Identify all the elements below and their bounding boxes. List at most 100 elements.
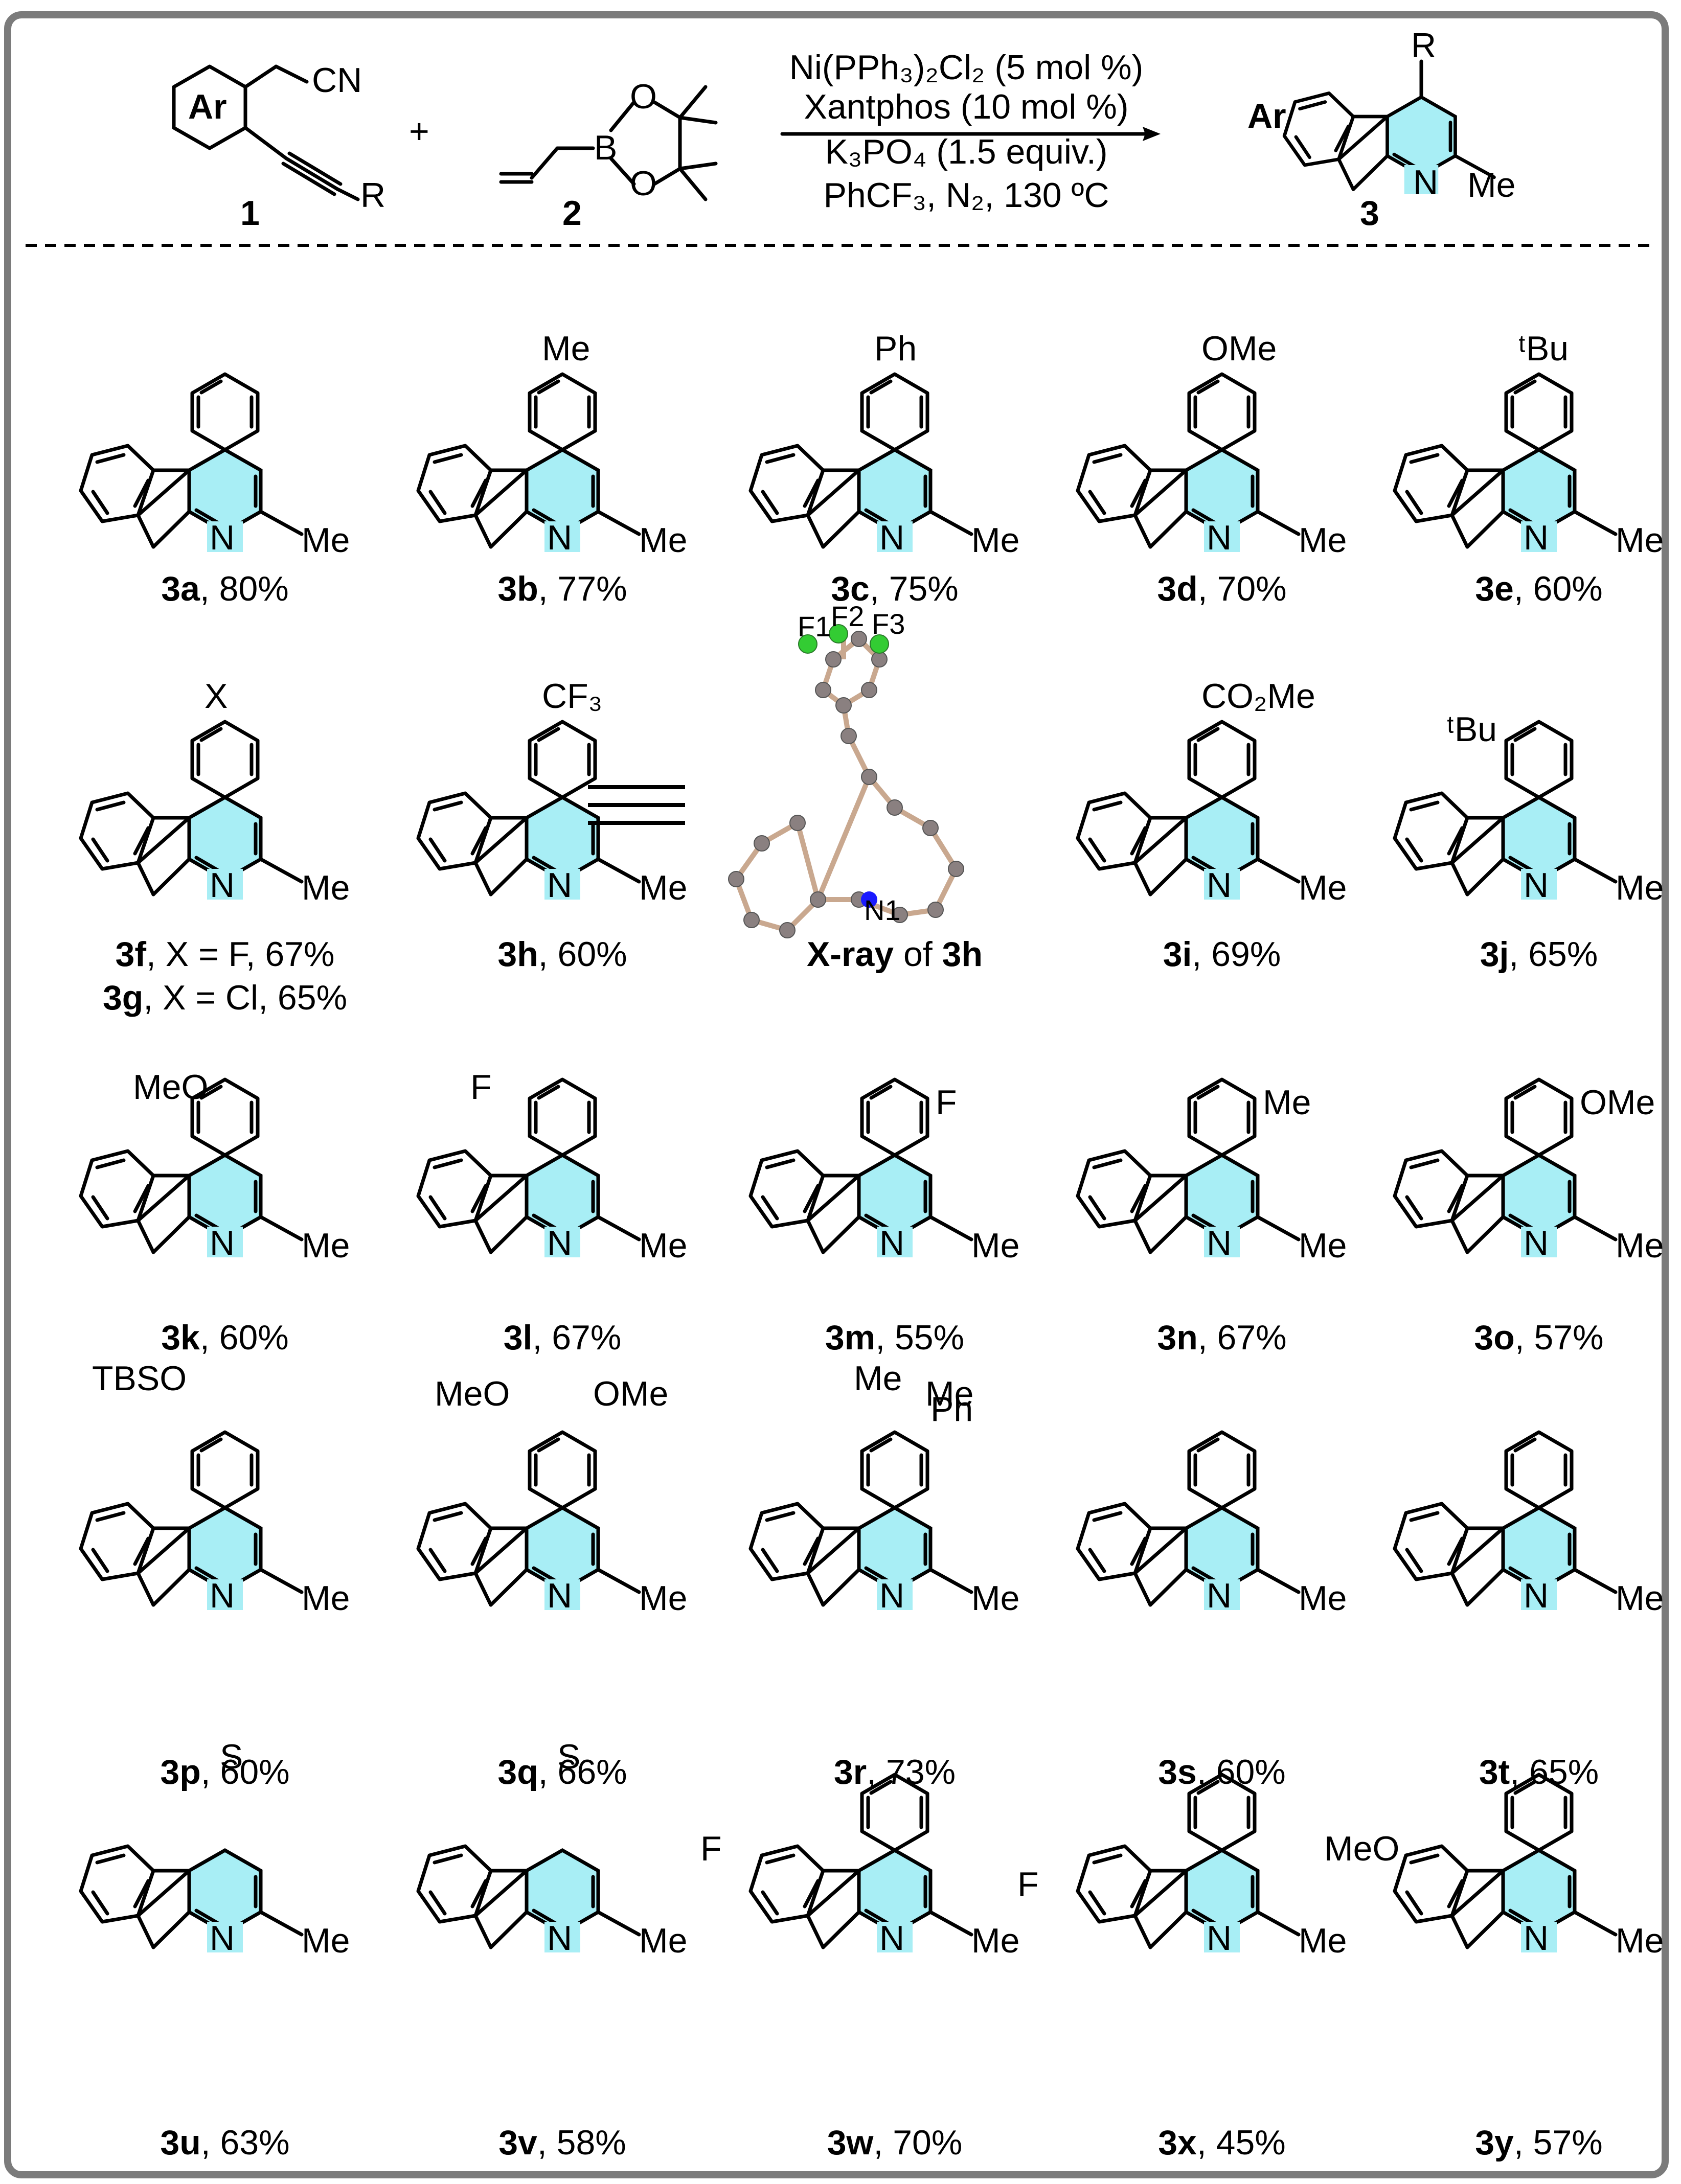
substituent-label: Me [1263, 1083, 1311, 1122]
scheme-frame [4, 11, 1669, 2178]
compound-2: N Me Ph 3c, 75% [751, 329, 1019, 608]
compound-caption: X-ray of 3h [807, 935, 983, 974]
compound-caption: 3f, X = F, 67% [116, 935, 335, 974]
pyridine-n-label: N [1524, 866, 1549, 905]
pyridine-n-label: N [879, 518, 904, 557]
substituent-label: F [1017, 1865, 1039, 1904]
compound-23: N Me F 3x, 45% [1017, 1775, 1347, 2162]
substituent-label: ᵗBu [1447, 710, 1497, 749]
pyridine-n-label: N [1524, 1224, 1549, 1262]
substituent-label: OMe [1201, 329, 1277, 368]
reaction-conditions: Ni(PPh₃)₂Cl₂ (5 mol %) Xantphos (10 mol … [780, 48, 1161, 215]
reactant2-number: 2 [562, 194, 582, 233]
compound-19: N Me 3t, 65% [1395, 1432, 1664, 1791]
compound-caption: 3c, 75% [831, 569, 959, 608]
methyl-label: Me [971, 1226, 1019, 1265]
methyl-label: Me [1299, 521, 1347, 560]
xray-f1-label: F1 [798, 610, 831, 642]
pyridine-n-label: N [547, 1576, 572, 1615]
pyridine-n-label: N [547, 866, 572, 905]
compound-caption: 3u, 63% [160, 2123, 289, 2162]
methyl-label: Me [1616, 1579, 1664, 1618]
methyl-label: Me [1299, 1579, 1347, 1618]
reactant1-number: 1 [240, 194, 260, 233]
substituent-label: MeO [435, 1374, 510, 1413]
methyl-label: Me [639, 1579, 687, 1618]
compound-caption: 3y, 57% [1475, 2123, 1603, 2162]
compound-caption: 3t, 65% [1479, 1753, 1599, 1791]
methyl-label: Me [302, 1579, 350, 1618]
methyl-label: Me [1616, 1226, 1664, 1265]
methyl-label: Me [1299, 868, 1347, 907]
reactant1-ar-label: Ar [188, 87, 227, 126]
methyl-label: Me [971, 521, 1019, 560]
xray-n1-label: N1 [864, 894, 901, 926]
compound-caption: 3i, 69% [1163, 935, 1281, 974]
header-product-3: R Ar N Me 3 [1247, 26, 1515, 233]
compound-caption: 3w, 70% [827, 2123, 963, 2162]
compound-24: N Me MeO 3y, 57% [1324, 1775, 1664, 2162]
substituent-label: MeO [1324, 1829, 1399, 1868]
pyridine-n-label: N [210, 866, 235, 905]
compound-caption: 3x, 45% [1158, 2123, 1286, 2162]
pyridine-n-label: N [210, 1576, 235, 1615]
substituent-label: Me [542, 329, 590, 368]
substituent-label: ᵗBu [1518, 329, 1569, 368]
pyridine-n-label: N [1524, 518, 1549, 557]
pyridine-n-label: N [210, 518, 235, 557]
substituent-label: OMe [1580, 1083, 1655, 1122]
pyridine-n-label: N [1524, 1576, 1549, 1615]
methyl-label: Me [302, 521, 350, 560]
compound-22: N Me F 3w, 70% [700, 1775, 1019, 2162]
substituent-label: TBSO [92, 1359, 187, 1398]
pyridine-n-label: N [879, 1919, 904, 1958]
substituent-label: X [205, 677, 228, 716]
pyridine-n-label: N [1524, 1919, 1549, 1958]
reactant1-r-label: R [360, 176, 385, 215]
compound-caption: 3q, 66% [497, 1753, 627, 1791]
compound-caption: 3b, 77% [497, 569, 627, 608]
substituent-label: Me [854, 1359, 902, 1398]
compound-caption: 3r, 73% [834, 1753, 956, 1791]
pyridine-n-label: N [1207, 518, 1232, 557]
compound-3: N Me OMe 3d, 70% [1078, 329, 1347, 608]
compound-caption: 3j, 65% [1480, 935, 1598, 974]
compound-caption: 3v, 58% [498, 2123, 626, 2162]
pyridine-n-label: N [1207, 1919, 1232, 1958]
compound-caption: 3l, 67% [504, 1318, 622, 1357]
compound-caption: 3a, 80% [161, 569, 289, 608]
substituent-label: Ph [874, 329, 917, 368]
compound-caption: 3h, 60% [497, 935, 627, 974]
substituent-label: CF₃ [542, 677, 602, 716]
product-ar-label: Ar [1247, 97, 1286, 135]
product-me-label: Me [1467, 166, 1515, 204]
pyridine-n-label: N [1207, 1576, 1232, 1615]
compound-caption: 3p, 60% [160, 1753, 289, 1791]
substituent-label: F [700, 1829, 722, 1868]
compound-caption: 3k, 60% [161, 1318, 289, 1357]
compound-caption: 3d, 70% [1157, 569, 1286, 608]
compound-0: N Me 3a, 80% [81, 374, 350, 608]
compound-caption: 3o, 57% [1474, 1318, 1603, 1357]
product-number: 3 [1360, 194, 1379, 233]
methyl-label: Me [1299, 1226, 1347, 1265]
pyridine-n-label: N [1207, 1224, 1232, 1262]
methyl-label: Me [639, 868, 687, 907]
xray-f3-label: F3 [872, 608, 905, 640]
methyl-label: Me [1299, 1921, 1347, 1960]
methyl-label: Me [639, 1226, 687, 1265]
methyl-label: Me [639, 1921, 687, 1960]
methyl-label: Me [1616, 1921, 1664, 1960]
methyl-label: Me [971, 1921, 1019, 1960]
pyridine-n-label: N [547, 1919, 572, 1958]
substituent-label-2: Me [925, 1374, 973, 1413]
compound-15: N Me TBSO 3p, 60% [81, 1359, 350, 1791]
methyl-label: Me [302, 1226, 350, 1265]
